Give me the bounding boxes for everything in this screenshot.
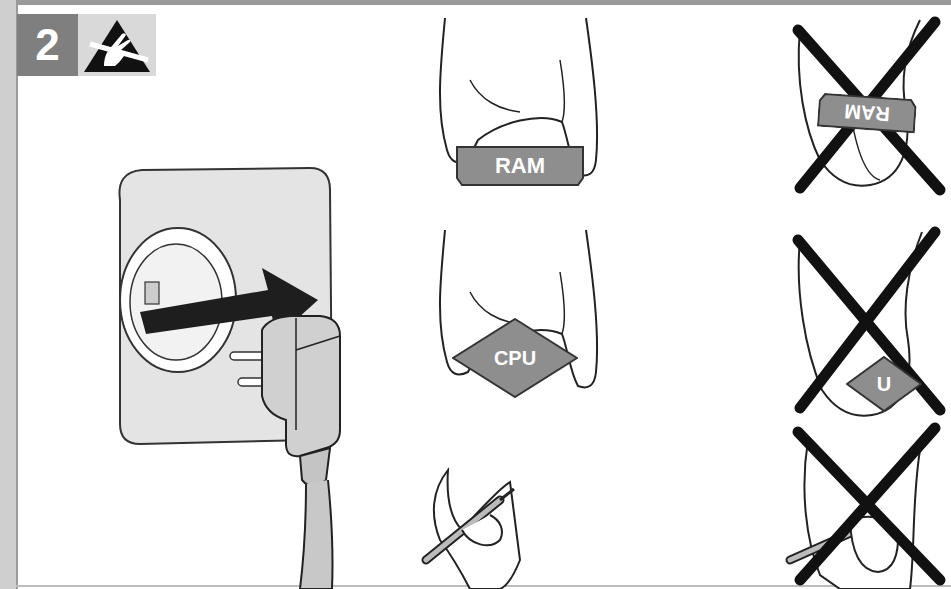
frame-line xyxy=(16,5,18,589)
header-cell xyxy=(78,14,156,76)
chip-label: RAM xyxy=(844,101,891,124)
power-plug xyxy=(230,316,340,589)
ram-module: RAM xyxy=(817,93,917,134)
side-band xyxy=(0,0,16,589)
cpu-chip: CPU xyxy=(452,318,578,398)
cpu-chip: U xyxy=(846,356,922,412)
ram-module: RAM xyxy=(456,146,584,186)
cross-mark xyxy=(798,22,940,580)
chip-label: RAM xyxy=(495,155,545,177)
top-bar xyxy=(0,0,951,5)
chip-label: U xyxy=(877,374,891,394)
esd-symbol xyxy=(84,20,150,72)
step-number: 2 xyxy=(17,14,78,76)
chip-label: CPU xyxy=(494,348,536,368)
chip-label: 2 xyxy=(35,23,59,67)
hand-cable xyxy=(426,470,520,589)
